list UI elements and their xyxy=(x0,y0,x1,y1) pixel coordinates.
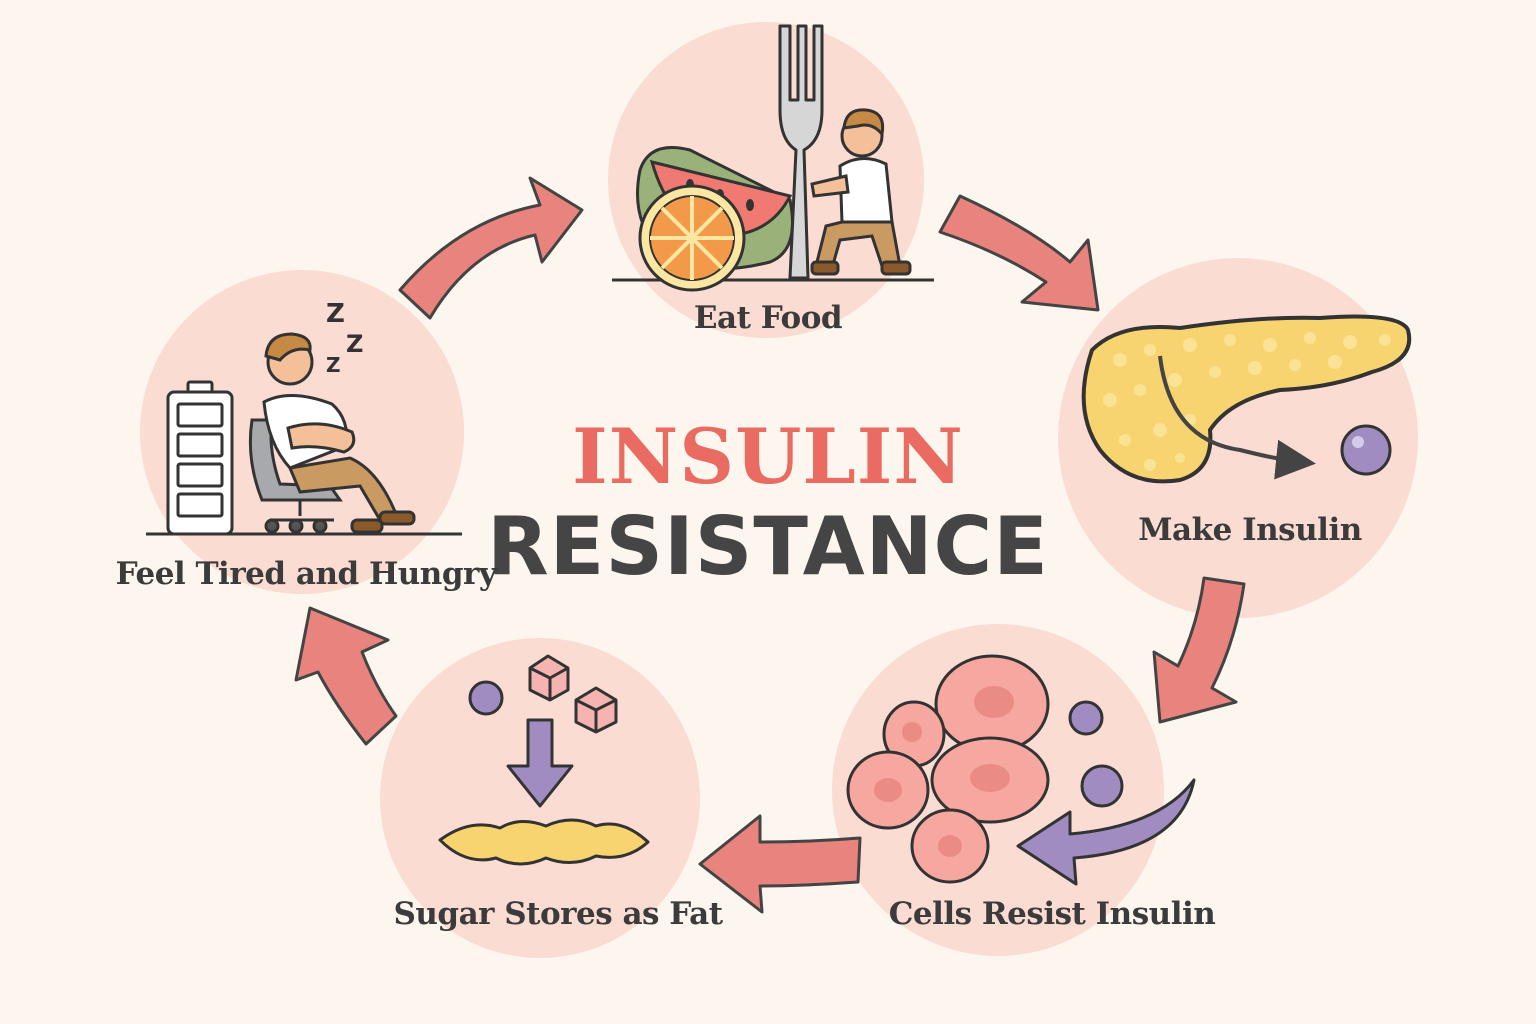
cycle-arrow-5 xyxy=(294,606,398,746)
step-label-cells-resist: Cells Resist Insulin xyxy=(888,896,1216,932)
resist-arrow xyxy=(1016,778,1196,886)
cells-resist-illustration xyxy=(846,654,1196,886)
sleep-z-1: Z xyxy=(326,299,345,329)
eat-food-illustration xyxy=(612,24,934,292)
cycle-arrow-4 xyxy=(698,814,862,914)
fat-blob-icon xyxy=(438,818,650,866)
tired-hungry-illustration: Z Z Z xyxy=(146,299,462,536)
down-arrow xyxy=(506,718,574,808)
sleeping-person-icon xyxy=(262,332,416,534)
insulin-molecule-icon xyxy=(468,680,504,716)
insulin-molecule-icon xyxy=(1068,700,1104,736)
step-label-tired-hungry: Feel Tired and Hungry xyxy=(115,556,497,592)
sleep-z-3: Z xyxy=(326,353,341,377)
insulin-molecule-icon xyxy=(1340,424,1392,476)
person-icon xyxy=(810,108,912,276)
sugar-cube-icon xyxy=(528,654,570,702)
cycle-arrow-3 xyxy=(1152,576,1246,724)
insulin-release-arrow xyxy=(1158,355,1316,480)
fork-icon xyxy=(778,24,824,280)
pancreas-icon xyxy=(1081,314,1412,484)
title-resistance: RESISTANCE xyxy=(487,500,1049,593)
step-label-sugar-fat: Sugar Stores as Fat xyxy=(393,896,723,932)
cycle-arrow-2 xyxy=(938,194,1100,312)
sugar-cube-icon xyxy=(574,686,618,734)
insulin-molecule-icon xyxy=(1080,764,1124,808)
sugar-fat-illustration xyxy=(438,654,650,866)
sleep-z-2: Z xyxy=(346,330,363,358)
make-insulin-illustration xyxy=(1081,314,1412,484)
cycle-arrow-1 xyxy=(398,176,584,320)
orange-slice-icon xyxy=(638,184,746,292)
cell-icon xyxy=(846,654,1050,884)
step-label-make-insulin: Make Insulin xyxy=(1138,512,1362,548)
chair-icon xyxy=(248,418,343,534)
battery-icon xyxy=(166,380,234,536)
step-label-eat-food: Eat Food xyxy=(693,300,843,336)
title-insulin: INSULIN xyxy=(572,412,964,501)
